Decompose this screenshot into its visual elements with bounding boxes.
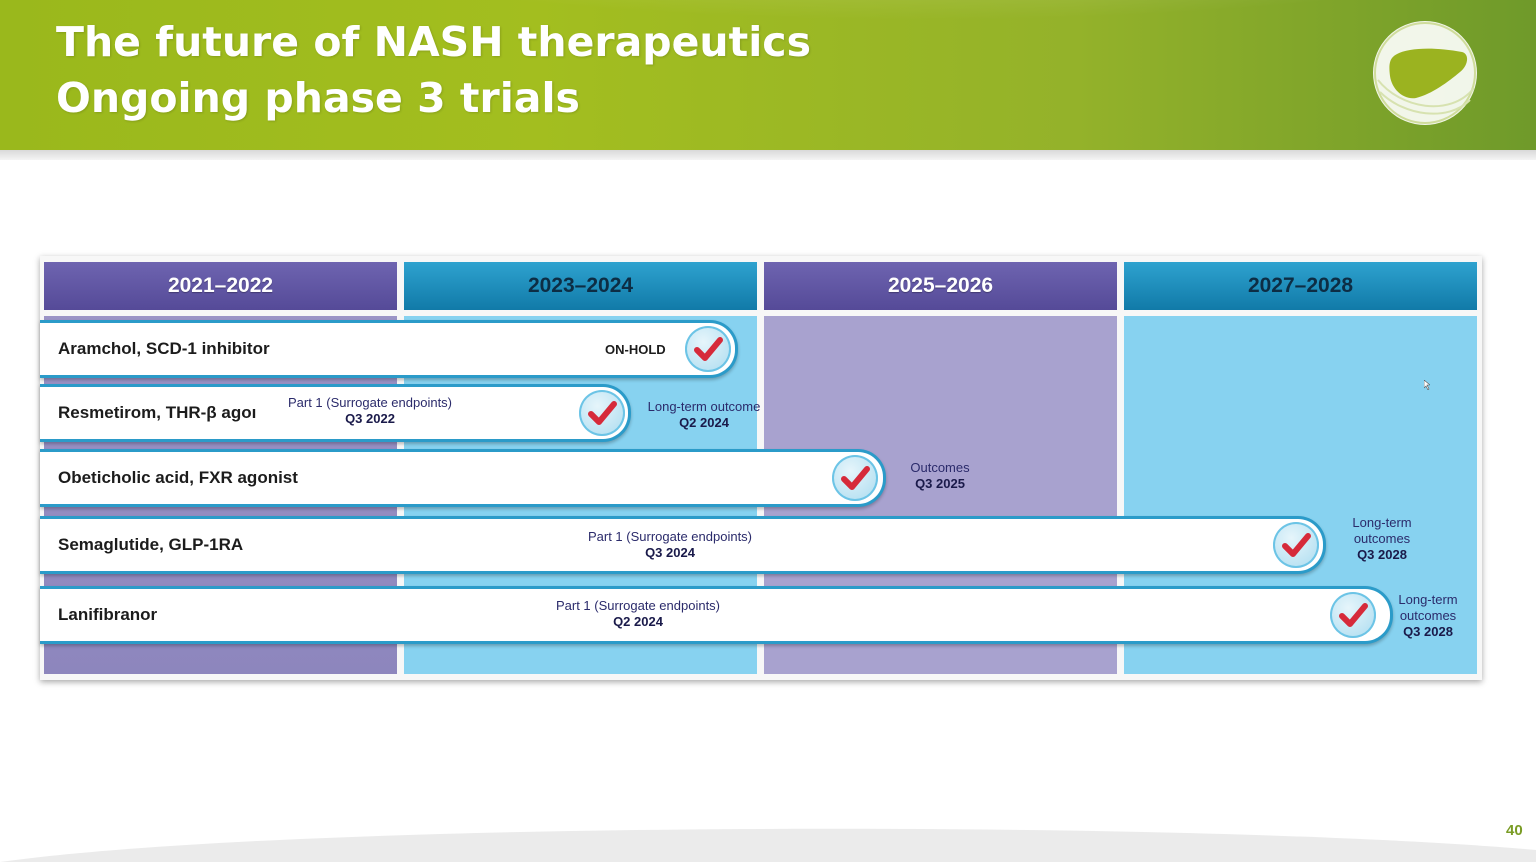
column-header-2023-2024: 2023–2024 bbox=[404, 262, 757, 310]
status-badge: ON-HOLD bbox=[605, 342, 666, 357]
lanifibranor-outcome-note: Long-term outcomes Q3 2028 bbox=[1392, 592, 1464, 640]
title-line-1: The future of NASH therapeutics bbox=[56, 18, 811, 66]
drug-name: Lanifibranor bbox=[58, 605, 158, 624]
drug-bar-lanifibranor: Lanifibranor Part 1 (Surrogate endpoints… bbox=[40, 586, 1393, 644]
part1-date: Q2 2024 bbox=[613, 614, 663, 629]
mouse-cursor-icon bbox=[1424, 380, 1430, 390]
page-number: 40 bbox=[1506, 822, 1523, 839]
drug-name: Obeticholic acid, FXR agonist bbox=[58, 468, 298, 487]
part1-note: Part 1 (Surrogate endpoints) Q3 2022 bbox=[280, 395, 460, 427]
drug-bar-semaglutide: Semaglutide, GLP-1RA Part 1 (Surrogate e… bbox=[40, 516, 1326, 574]
semaglutide-outcome-note: Long-term outcomes Q3 2028 bbox=[1332, 515, 1432, 563]
outcome-label: Long-term outcome bbox=[647, 399, 761, 414]
red-checkmark-icon bbox=[1330, 592, 1376, 638]
part1-label: Part 1 (Surrogate endpoints) bbox=[587, 529, 753, 544]
timeline-chart: 2021–2022 2023–2024 2025–2026 2027–2028 … bbox=[40, 256, 1482, 680]
outcome-label-1: Long-term bbox=[1352, 515, 1412, 530]
part1-label: Part 1 (Surrogate endpoints) bbox=[287, 395, 453, 410]
drug-bar-aramchol: Aramchol, SCD-1 inhibitor ON-HOLD bbox=[40, 320, 738, 378]
resmetirom-outcome-note: Long-term outcome Q2 2024 bbox=[636, 399, 772, 431]
outcome-label: Outcomes bbox=[910, 460, 970, 475]
outcome-label-2: outcomes bbox=[1353, 531, 1411, 546]
drug-bar-obeticholic-acid: Obeticholic acid, FXR agonist bbox=[40, 449, 886, 507]
outcome-date: Q3 2028 bbox=[1403, 624, 1453, 639]
outcome-date: Q2 2024 bbox=[679, 415, 729, 430]
red-checkmark-icon bbox=[1273, 522, 1319, 568]
drug-name: Resmetirom, THR-β agoı bbox=[58, 403, 257, 422]
part1-date: Q3 2022 bbox=[345, 411, 395, 426]
red-checkmark-icon bbox=[832, 455, 878, 501]
red-checkmark-icon bbox=[685, 326, 731, 372]
slide-title: The future of NASH therapeutics Ongoing … bbox=[56, 14, 811, 126]
header-divider bbox=[0, 150, 1536, 160]
title-line-2: Ongoing phase 3 trials bbox=[56, 74, 580, 122]
part1-note: Part 1 (Surrogate endpoints) Q2 2024 bbox=[538, 598, 738, 630]
drug-name: Aramchol, SCD-1 inhibitor bbox=[58, 339, 270, 358]
outcome-date: Q3 2028 bbox=[1357, 547, 1407, 562]
drug-name: Semaglutide, GLP-1RA bbox=[58, 535, 244, 554]
slide-header: The future of NASH therapeutics Ongoing … bbox=[0, 0, 1536, 150]
footer-wave bbox=[0, 828, 1536, 862]
part1-label: Part 1 (Surrogate endpoints) bbox=[555, 598, 721, 613]
part1-date: Q3 2024 bbox=[645, 545, 695, 560]
red-checkmark-icon bbox=[579, 390, 625, 436]
outcome-date: Q3 2025 bbox=[915, 476, 965, 491]
obeticholic-outcome-note: Outcomes Q3 2025 bbox=[890, 460, 990, 492]
column-header-2021-2022: 2021–2022 bbox=[44, 262, 397, 310]
outcome-label-1: Long-term bbox=[1398, 592, 1458, 607]
column-header-2027-2028: 2027–2028 bbox=[1124, 262, 1477, 310]
liver-logo-icon bbox=[1373, 21, 1477, 125]
drug-bar-resmetirom: Resmetirom, THR-β agoı Part 1 (Surrogate… bbox=[40, 384, 631, 442]
column-header-2025-2026: 2025–2026 bbox=[764, 262, 1117, 310]
outcome-label-2: outcomes bbox=[1399, 608, 1457, 623]
part1-note: Part 1 (Surrogate endpoints) Q3 2024 bbox=[570, 529, 770, 561]
